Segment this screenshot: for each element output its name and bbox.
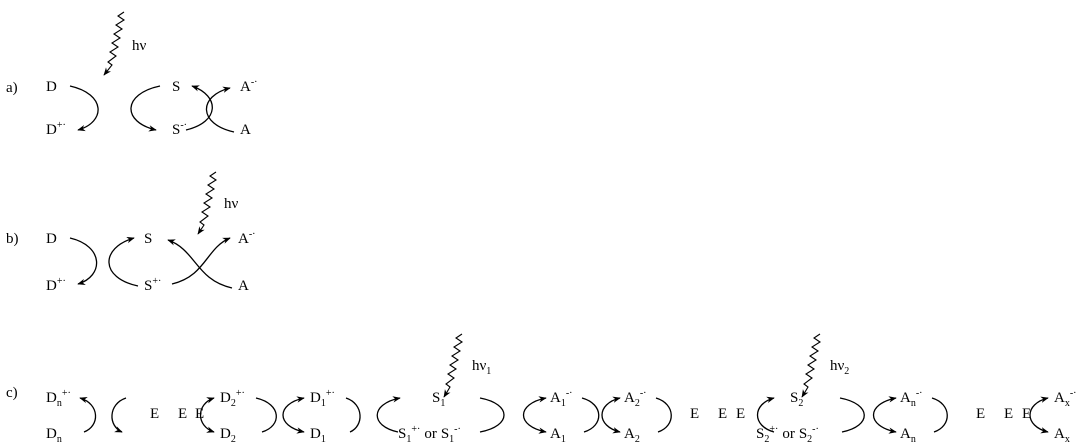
panel-c-mediator-e-2: E bbox=[178, 406, 187, 422]
panel-c-mediator-e-1: E bbox=[150, 406, 159, 422]
panel-c-mediator-e-3: E bbox=[195, 406, 204, 422]
panel-c-arc-d1-right bbox=[345, 397, 361, 433]
panel-c-a1: A1 bbox=[550, 426, 566, 442]
panel-c-arc-a2-right bbox=[655, 397, 672, 433]
panel-c-a1-reduced: A1-· bbox=[550, 388, 573, 409]
light-bolt-icon-2 bbox=[801, 333, 822, 398]
panel-a-sensitizer: S bbox=[172, 79, 180, 95]
panel-c-mediator-e-8: E bbox=[1004, 406, 1013, 422]
panel-b: b) hν D D+· S S+· A-· A bbox=[6, 171, 256, 294]
panel-c-mediator-e-4: E bbox=[690, 406, 699, 422]
panel-c-d1: D1 bbox=[310, 426, 326, 442]
panel-c-arc-a2-left bbox=[601, 396, 621, 434]
panel-c-dn: Dn bbox=[46, 426, 62, 442]
panel-b-sensitizer-oxidized: S+· bbox=[144, 276, 161, 294]
panel-c-mediator-e-7: E bbox=[976, 406, 985, 422]
light-bolt-icon-1 bbox=[443, 333, 464, 398]
panel-c: c) hν1 hν2 Dn+· Dn E E E D2+· D2 D1+· D1… bbox=[6, 333, 1077, 442]
panel-c-s2: S2 bbox=[790, 390, 803, 409]
panel-c-arc-a1-left bbox=[522, 396, 547, 434]
panel-a-arc-acceptor-cycle bbox=[205, 86, 235, 133]
panel-b-light-label: hν bbox=[224, 196, 239, 212]
panel-a-arc-sensitizer-regen bbox=[185, 85, 213, 131]
panel-a-acceptor: A bbox=[240, 122, 251, 138]
panel-c-an-reduced: An-· bbox=[900, 388, 923, 409]
panel-b-donor: D bbox=[46, 231, 57, 247]
panel-c-arc-dn-right bbox=[111, 397, 127, 433]
panel-c-arc-d2-left bbox=[199, 397, 215, 433]
panel-a-arc-donor bbox=[69, 85, 99, 132]
panel-b-acceptor-reduced: A-· bbox=[238, 229, 256, 247]
panel-b-donor-oxidized: D+· bbox=[46, 276, 66, 294]
panel-c-a2: A2 bbox=[624, 426, 640, 442]
panel-c-light-1-label: hν1 bbox=[472, 358, 491, 377]
panel-c-label: c) bbox=[6, 385, 18, 401]
panel-c-ax: Ax bbox=[1054, 426, 1070, 442]
panel-a-label: a) bbox=[6, 80, 18, 96]
panel-c-arc-s2-right bbox=[839, 397, 865, 433]
panel-a: a) hν D D+· S S-· A-· A bbox=[6, 11, 258, 138]
panel-a-donor: D bbox=[46, 79, 57, 95]
panel-c-arc-an-left bbox=[872, 396, 897, 434]
panel-c-arc-s1-right bbox=[479, 397, 505, 433]
panel-a-sensitizer-reduced: S-· bbox=[172, 120, 187, 138]
panel-c-mediator-e-9: E bbox=[1022, 406, 1031, 422]
panel-a-light-label: hν bbox=[132, 38, 147, 54]
panel-c-mediator-e-6: E bbox=[736, 406, 745, 422]
panel-c-d2: D2 bbox=[220, 426, 236, 442]
panel-c-arc-an-right bbox=[931, 397, 948, 433]
panel-a-acceptor-reduced: A-· bbox=[240, 77, 258, 95]
panel-c-arc-d1-left bbox=[282, 396, 305, 434]
panel-c-ax-reduced: Ax-· bbox=[1054, 388, 1077, 409]
panel-c-dn-oxidized: Dn+· bbox=[46, 388, 71, 409]
panel-b-sensitizer: S bbox=[144, 231, 152, 247]
panel-b-arc-acceptor bbox=[171, 237, 231, 285]
panel-c-arc-d2-right bbox=[255, 397, 277, 433]
panel-b-arc-acceptor-cycle bbox=[167, 239, 233, 289]
panel-b-label: b) bbox=[6, 231, 19, 247]
panel-a-arc-sensitizer bbox=[130, 85, 161, 132]
panel-c-arc-s2-left bbox=[757, 396, 775, 433]
light-bolt-icon bbox=[197, 171, 218, 235]
panel-c-mediator-e-5: E bbox=[718, 406, 727, 422]
panel-b-arc-donor bbox=[69, 237, 98, 285]
panel-c-light-2-label: hν2 bbox=[830, 358, 849, 377]
panel-a-donor-oxidized: D+· bbox=[46, 120, 66, 138]
panel-c-arc-a1-right bbox=[581, 397, 600, 433]
panel-c-arc-ax-left bbox=[1029, 396, 1049, 434]
panel-c-a2-reduced: A2-· bbox=[624, 388, 647, 409]
light-bolt-icon bbox=[103, 11, 126, 76]
panel-b-acceptor: A bbox=[238, 278, 249, 294]
panel-c-d1-oxidized: D1+· bbox=[310, 388, 335, 409]
panel-c-arc-s1-left bbox=[376, 396, 401, 433]
panel-c-s1: S1 bbox=[432, 390, 445, 409]
panel-c-d2-oxidized: D2+· bbox=[220, 388, 245, 409]
panel-b-arc-sensitizer-regen bbox=[108, 236, 139, 287]
panel-c-arc-dn-left bbox=[79, 397, 97, 433]
panel-c-an: An bbox=[900, 426, 916, 442]
